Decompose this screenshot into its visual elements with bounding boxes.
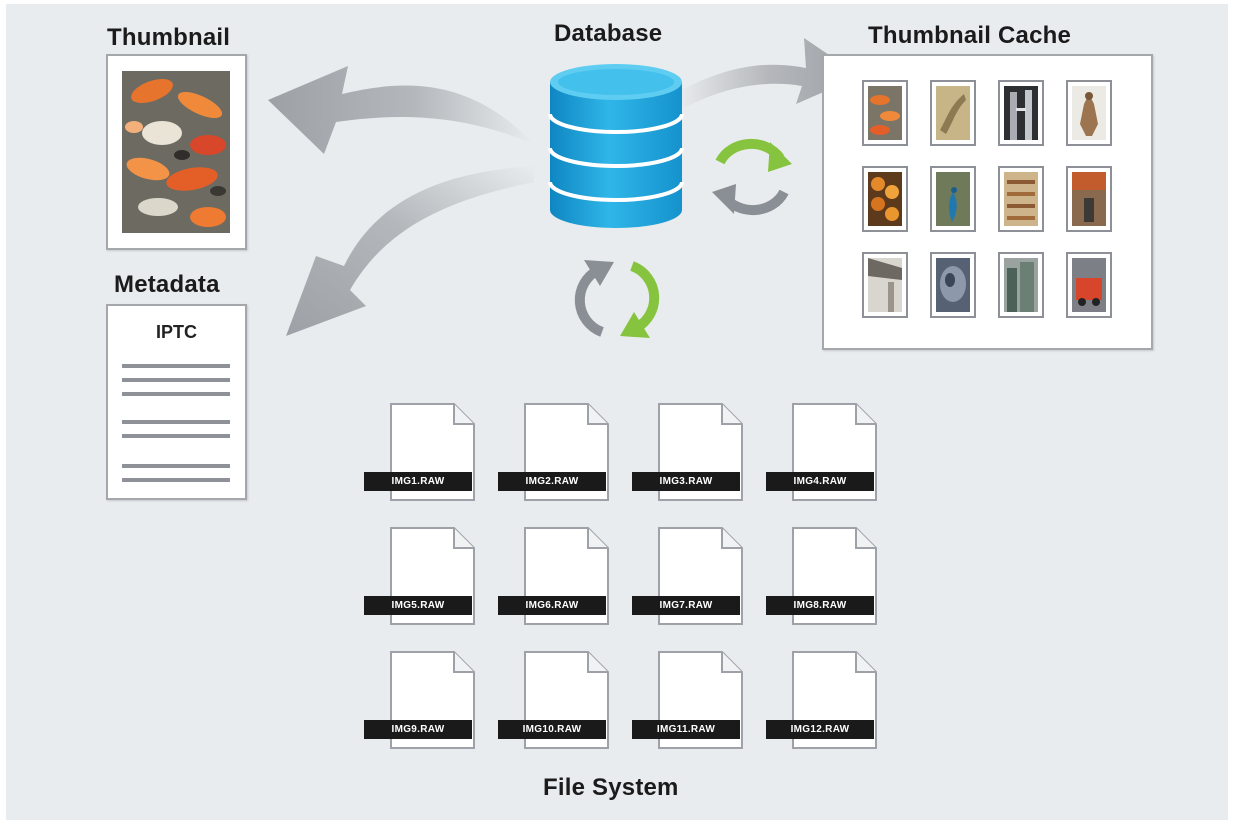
cache-thumb-red-truck	[1066, 252, 1112, 318]
file-icon[interactable]: IMG1.RAW	[364, 402, 476, 504]
file-name-label: IMG6.RAW	[498, 596, 606, 615]
file-icon[interactable]: IMG4.RAW	[766, 402, 878, 504]
metadata-line	[122, 378, 230, 382]
sync-filesystem-icon	[574, 260, 660, 338]
file-name-label: IMG2.RAW	[498, 472, 606, 491]
file-name-label: IMG1.RAW	[364, 472, 472, 491]
file-icon[interactable]: IMG12.RAW	[766, 650, 878, 752]
cache-thumb-warrior-statue	[1066, 80, 1112, 146]
iptc-label: IPTC	[155, 322, 197, 342]
flow-arrows	[268, 38, 860, 336]
sync-cache-icon	[712, 138, 792, 216]
cache-thumb-peacock	[930, 166, 976, 232]
metadata-line	[122, 434, 230, 438]
file-icon[interactable]: IMG5.RAW	[364, 526, 476, 628]
cache-thumb-twin-towers	[998, 80, 1044, 146]
metadata-line	[122, 478, 230, 482]
cache-thumb-dragon-statue	[930, 80, 976, 146]
cache-thumb-temple-ceiling	[862, 252, 908, 318]
file-icon[interactable]: IMG2.RAW	[498, 402, 610, 504]
file-icon[interactable]: IMG9.RAW	[364, 650, 476, 752]
thumbnail-cache-title: Thumbnail Cache	[868, 22, 1072, 49]
cache-thumb-street-scene	[1066, 166, 1112, 232]
file-name-label: IMG7.RAW	[632, 596, 740, 615]
metadata-line	[122, 364, 230, 368]
metadata-line	[122, 420, 230, 424]
file-name-label: IMG8.RAW	[766, 596, 874, 615]
metadata-title: Metadata	[114, 271, 220, 298]
file-icon[interactable]: IMG6.RAW	[498, 526, 610, 628]
cache-thumb-market-stalls	[998, 166, 1044, 232]
diagram-canvas: Thumbnail Database Thumbnail Cache Metad…	[6, 4, 1228, 820]
metadata-line	[122, 464, 230, 468]
arrow-to-thumbnail-cache	[678, 38, 860, 108]
file-name-label: IMG5.RAW	[364, 596, 472, 615]
thumbnail-cache-frame	[822, 54, 1153, 350]
file-icon[interactable]: IMG8.RAW	[766, 526, 878, 628]
metadata-document: IPTC	[106, 304, 247, 500]
file-name-label: IMG9.RAW	[364, 720, 472, 739]
database-icon	[548, 64, 684, 228]
cache-thumb-koi-fish	[862, 80, 908, 146]
cache-thumb-stone-sculpture	[930, 252, 976, 318]
file-system-title: File System	[543, 774, 679, 801]
cache-thumb-city-buildings	[998, 252, 1044, 318]
file-icon[interactable]: IMG7.RAW	[632, 526, 744, 628]
thumbnail-frame	[106, 54, 247, 250]
thumbnail-title: Thumbnail	[107, 24, 231, 51]
file-icon[interactable]: IMG3.RAW	[632, 402, 744, 504]
arrow-to-thumbnail	[268, 66, 534, 154]
file-icon[interactable]: IMG11.RAW	[632, 650, 744, 752]
metadata-line	[122, 392, 230, 396]
database-title: Database	[554, 20, 663, 47]
file-icon[interactable]: IMG10.RAW	[498, 650, 610, 752]
cache-thumb-orange-figurines	[862, 166, 908, 232]
arrow-to-metadata	[286, 166, 534, 336]
file-name-label: IMG3.RAW	[632, 472, 740, 491]
file-name-label: IMG12.RAW	[766, 720, 874, 739]
koi-thumbnail-image	[122, 71, 230, 233]
file-name-label: IMG11.RAW	[632, 720, 740, 739]
file-name-label: IMG4.RAW	[766, 472, 874, 491]
file-name-label: IMG10.RAW	[498, 720, 606, 739]
